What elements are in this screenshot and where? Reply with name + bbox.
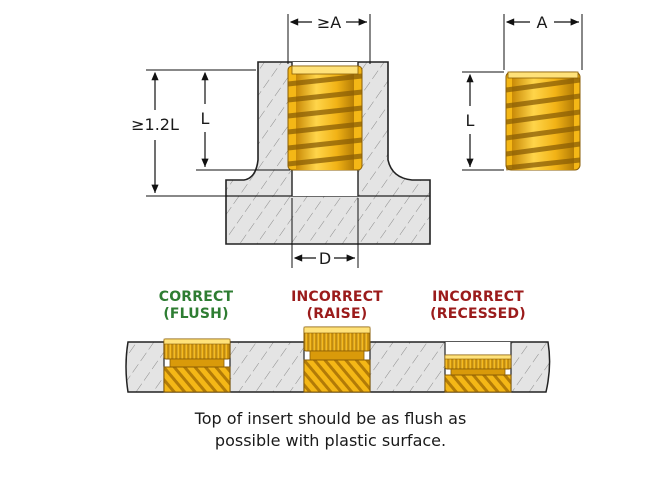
dimension-l-boss: L <box>196 71 290 171</box>
case-raise-title: INCORRECT <box>291 289 383 305</box>
case-correct-subtitle: (FLUSH) <box>163 306 228 322</box>
case-correct-title: CORRECT <box>159 289 234 305</box>
caption-line-2: possible with plastic surface. <box>214 431 447 450</box>
dim-insert-width-label: A <box>537 13 548 32</box>
dim-boss-top-width-label: ≥A <box>317 13 341 32</box>
case-raise-subtitle: (RAISE) <box>307 306 368 322</box>
caption-line-1: Top of insert should be as flush as <box>194 409 467 428</box>
case-recessed-subtitle: (RECESSED) <box>430 306 526 322</box>
insert-recessed <box>444 354 512 393</box>
case-recessed-title: INCORRECT <box>432 289 524 305</box>
dim-hole-diameter-label: D <box>319 249 331 268</box>
standalone-insert <box>505 71 581 171</box>
dim-insert-length-label: L <box>466 111 475 130</box>
caption: Top of insert should be as flush as poss… <box>0 408 661 452</box>
boss-insert <box>287 65 363 171</box>
dimension-1-2l: ≥1.2L <box>131 69 256 197</box>
insert-raised <box>303 326 371 393</box>
dimension-a-boss: ≥A <box>287 13 371 64</box>
dimension-d: D <box>291 198 359 268</box>
dim-boss-length-label: L <box>201 109 210 128</box>
dimension-a-insert: A <box>503 13 583 70</box>
insert-flush <box>163 338 231 393</box>
dim-boss-depth-label: ≥1.2L <box>131 115 179 134</box>
case-labels: CORRECT (FLUSH) INCORRECT (RAISE) INCORR… <box>159 289 526 322</box>
boss-cross-section <box>225 61 431 245</box>
dimension-l-insert: L <box>462 71 504 171</box>
